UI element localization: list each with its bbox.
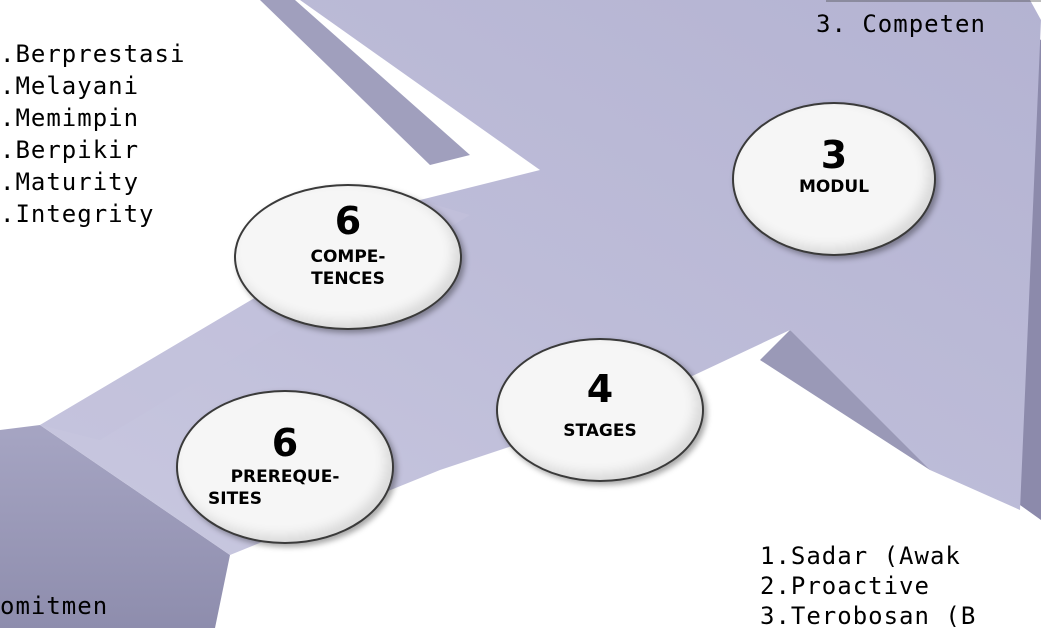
competence-item-5: .Maturity: [0, 168, 140, 196]
stages-label: STAGES: [563, 421, 637, 441]
prerequisites-label-line2: SITES: [208, 489, 263, 509]
stages-circle: 4 STAGES: [496, 338, 704, 482]
arrow-shoulder-side: [760, 330, 930, 470]
competence-item-3: .Memimpin: [0, 104, 140, 132]
competence-item-4: .Berpikir: [0, 136, 140, 164]
competences-label-line1: COMPE-: [310, 247, 386, 267]
top-right-partial-text: 3. Competen: [816, 10, 986, 38]
stages-number: 4: [586, 367, 614, 411]
prerequisites-number: 6: [271, 421, 299, 465]
competence-item-6: .Integrity: [0, 200, 155, 228]
prerequisites-label-line1: PREREQUE-: [230, 467, 340, 487]
arrow-shaft-side: [0, 425, 230, 628]
prerequisites-circle: 6 PREREQUE- SITES: [176, 390, 394, 544]
top-right-partial-line-top: [826, 0, 1041, 2]
modul-number: 3: [820, 133, 848, 177]
stage-item-2: 2.Proactive: [760, 572, 930, 600]
modul-label: MODUL: [798, 177, 870, 197]
competence-item-2: .Melayani: [0, 72, 140, 100]
stage-item-1: 1.Sadar (Awak: [760, 542, 961, 570]
competences-circle: 6 COMPE- TENCES: [234, 184, 462, 330]
competences-number: 6: [334, 199, 362, 243]
competences-label-line2: TENCES: [311, 269, 385, 289]
competence-item-1: .Berprestasi: [0, 40, 186, 68]
bottom-left-partial-text: omitmen: [0, 592, 109, 620]
modul-circle: 3 MODUL: [732, 102, 936, 256]
stage-item-3: 3.Terobosan (B: [760, 602, 977, 630]
arrow-left-shoulder-side: [260, 0, 470, 165]
